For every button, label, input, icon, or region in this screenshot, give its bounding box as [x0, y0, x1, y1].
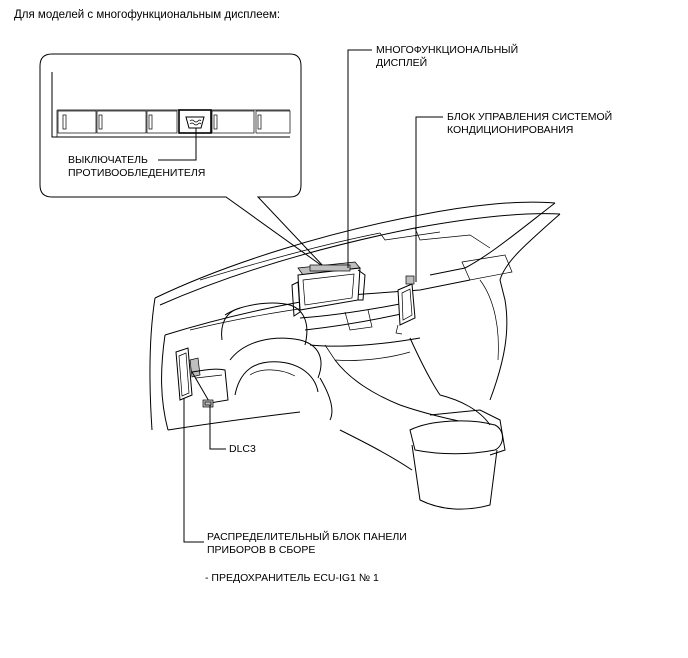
multifunction-display-label-line-1: МНОГОФУНКЦИОНАЛЬНЫЙ	[376, 44, 519, 56]
ac-control-leader	[415, 116, 443, 282]
dlc3-leader	[209, 405, 226, 450]
deicer-switch-label: ВЫКЛЮЧАТЕЛЬ ПРОТИВООБЛЕДЕНИТЕЛЯ	[68, 154, 205, 180]
junction-block-label-line-2: ПРИБОРОВ В СБОРЕ	[207, 544, 316, 556]
dlc3-label: DLC3	[229, 443, 256, 455]
ac-control-label-line-2: КОНДИЦИОНИРОВАНИЯ	[447, 124, 574, 136]
multifunction-display-label-line-2: ДИСПЛЕЙ	[376, 57, 428, 69]
instrument-panel-junction-block	[175, 347, 229, 404]
multifunction-display-label: МНОГОФУНКЦИОНАЛЬНЫЙ ДИСПЛЕЙ	[376, 44, 518, 70]
dashboard-illustration	[149, 201, 561, 510]
deicer-switch-leader	[158, 128, 197, 161]
leader-lines	[183, 49, 443, 543]
fuse-note: - ПРЕДОХРАНИТЕЛЬ ECU-IG1 № 1	[205, 572, 379, 584]
switch-row	[57, 109, 291, 134]
ac-control-unit	[395, 275, 416, 335]
display-leader	[347, 49, 372, 268]
dlc3-connector	[202, 399, 214, 408]
junction-block-label-line-1: РАСПРЕДЕЛИТЕЛЬНЫЙ БЛОК ПАНЕЛИ	[207, 531, 407, 543]
ac-control-label-line-1: БЛОК УПРАВЛЕНИЯ СИСТЕМОЙ	[447, 111, 613, 123]
deicer-switch-label-line-1: ВЫКЛЮЧАТЕЛЬ	[68, 154, 148, 166]
deicer-switch-label-line-2: ПРОТИВООБЛЕДЕНИТЕЛЯ	[68, 167, 206, 179]
junction-block-leader	[183, 398, 204, 543]
page-title: Для моделей с многофункциональным диспле…	[14, 9, 281, 21]
switch-panel-callout	[39, 53, 326, 269]
windshield-deicer-icon	[185, 116, 205, 129]
multifunction-display-unit	[291, 261, 366, 317]
junction-block-label: РАСПРЕДЕЛИТЕЛЬНЫЙ БЛОК ПАНЕЛИ ПРИБОРОВ В…	[207, 531, 407, 557]
ac-control-label: БЛОК УПРАВЛЕНИЯ СИСТЕМОЙ КОНДИЦИОНИРОВАН…	[447, 111, 612, 137]
